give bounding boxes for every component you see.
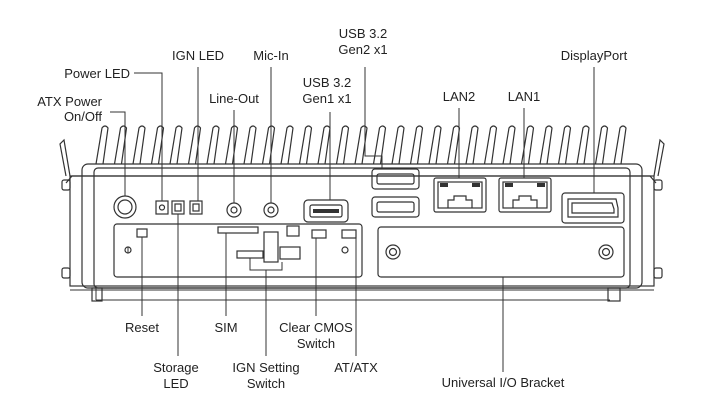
sim-label: SIM xyxy=(214,320,237,335)
usb32-gen1-port[interactable] xyxy=(303,199,349,223)
displayport-port[interactable] xyxy=(561,192,625,224)
mic-in-jack[interactable] xyxy=(263,202,279,218)
ign-led-label: IGN LED xyxy=(172,48,224,63)
heatsink-fin xyxy=(372,125,387,165)
lan2-port[interactable] xyxy=(433,177,487,213)
line-out-label: Line-Out xyxy=(209,91,259,106)
heatsink-fin xyxy=(261,125,276,165)
heatsink-fin xyxy=(576,125,590,165)
ign-setting-label: IGN Setting xyxy=(232,360,299,375)
atx-power-label-2: On/Off xyxy=(64,109,102,124)
power-led-indicator xyxy=(155,200,169,215)
heatsink-fin xyxy=(132,125,146,165)
heatsink-fins xyxy=(59,125,665,177)
lan1-label: LAN1 xyxy=(508,89,541,104)
heatsink-fin xyxy=(169,125,183,165)
chassis xyxy=(61,163,663,302)
heatsink-fin xyxy=(187,125,202,165)
heatsink-fin xyxy=(335,125,350,165)
heatsink-fin xyxy=(113,125,128,165)
heatsink-fin xyxy=(428,125,442,165)
lan1-port[interactable] xyxy=(498,177,552,213)
line-out-jack[interactable] xyxy=(226,202,242,218)
heatsink-fin xyxy=(446,125,461,165)
displayport-label: DisplayPort xyxy=(561,48,628,63)
heatsink-fin xyxy=(520,125,535,165)
power-led-label: Power LED xyxy=(64,66,130,81)
heatsink-fin xyxy=(539,125,553,165)
upper-io-panel xyxy=(113,168,625,224)
heatsink-fin xyxy=(354,125,368,165)
heatsink-fin xyxy=(594,125,609,165)
heatsink-fin xyxy=(557,125,572,165)
universal-io-bracket xyxy=(377,226,625,278)
heatsink-fin xyxy=(483,125,498,165)
usb32-gen2-label: USB 3.2 xyxy=(339,26,387,41)
storage-led-indicator xyxy=(171,200,185,215)
lan2-label: LAN2 xyxy=(443,89,476,104)
right-screw-icon xyxy=(341,246,349,254)
heatsink-fin xyxy=(280,125,294,165)
usb32-gen2-label-2: Gen2 x1 xyxy=(338,42,387,57)
heatsink-fin xyxy=(206,125,220,165)
reset-button[interactable] xyxy=(136,228,148,238)
sim-slot[interactable] xyxy=(217,226,259,234)
clear-cmos-label: Clear CMOS xyxy=(279,320,353,335)
usb32-gen2-port-bottom[interactable] xyxy=(371,196,420,218)
heatsink-fin xyxy=(465,125,479,165)
heatsink-fin xyxy=(95,125,109,165)
reset-label: Reset xyxy=(125,320,159,335)
heatsink-side-fin xyxy=(59,138,71,177)
clear-cmos-switch[interactable] xyxy=(311,229,327,239)
heatsink-fin xyxy=(317,125,331,165)
heatsink-fin xyxy=(298,125,313,165)
leader-lines xyxy=(110,67,595,372)
heatsink-fin xyxy=(613,125,627,165)
storage-led-label-2: LED xyxy=(163,376,188,391)
usb32-gen1-label: USB 3.2 xyxy=(303,75,351,90)
heatsink-fin xyxy=(224,125,239,165)
heatsink-fin xyxy=(502,125,516,165)
universal-io-bracket-label: Universal I/O Bracket xyxy=(442,375,565,390)
mic-in-label: Mic-In xyxy=(253,48,288,63)
heatsink-side-fin xyxy=(653,138,665,177)
atx-power-label: ATX Power xyxy=(37,94,102,109)
heatsink-fin xyxy=(243,125,257,165)
storage-led-label: Storage xyxy=(153,360,199,375)
at-atx-switch[interactable] xyxy=(341,229,357,239)
at-atx-label: AT/ATX xyxy=(334,360,378,375)
ign-setting-switch[interactable] xyxy=(236,250,264,259)
ign-led-indicator xyxy=(189,200,203,215)
usb32-gen2-port-top[interactable] xyxy=(371,168,420,190)
heatsink-fin xyxy=(391,125,405,165)
usb32-gen1-label-2: Gen1 x1 xyxy=(302,91,351,106)
lower-left-module xyxy=(113,223,363,278)
heatsink-fin xyxy=(409,125,424,165)
ign-setting-label-2: Switch xyxy=(247,376,285,391)
clear-cmos-label-2: Switch xyxy=(297,336,335,351)
atx-power-button[interactable] xyxy=(113,195,137,219)
labels: ATX Power On/Off Power LED IGN LED Mic-I… xyxy=(37,26,627,391)
heatsink-fin xyxy=(150,125,165,165)
